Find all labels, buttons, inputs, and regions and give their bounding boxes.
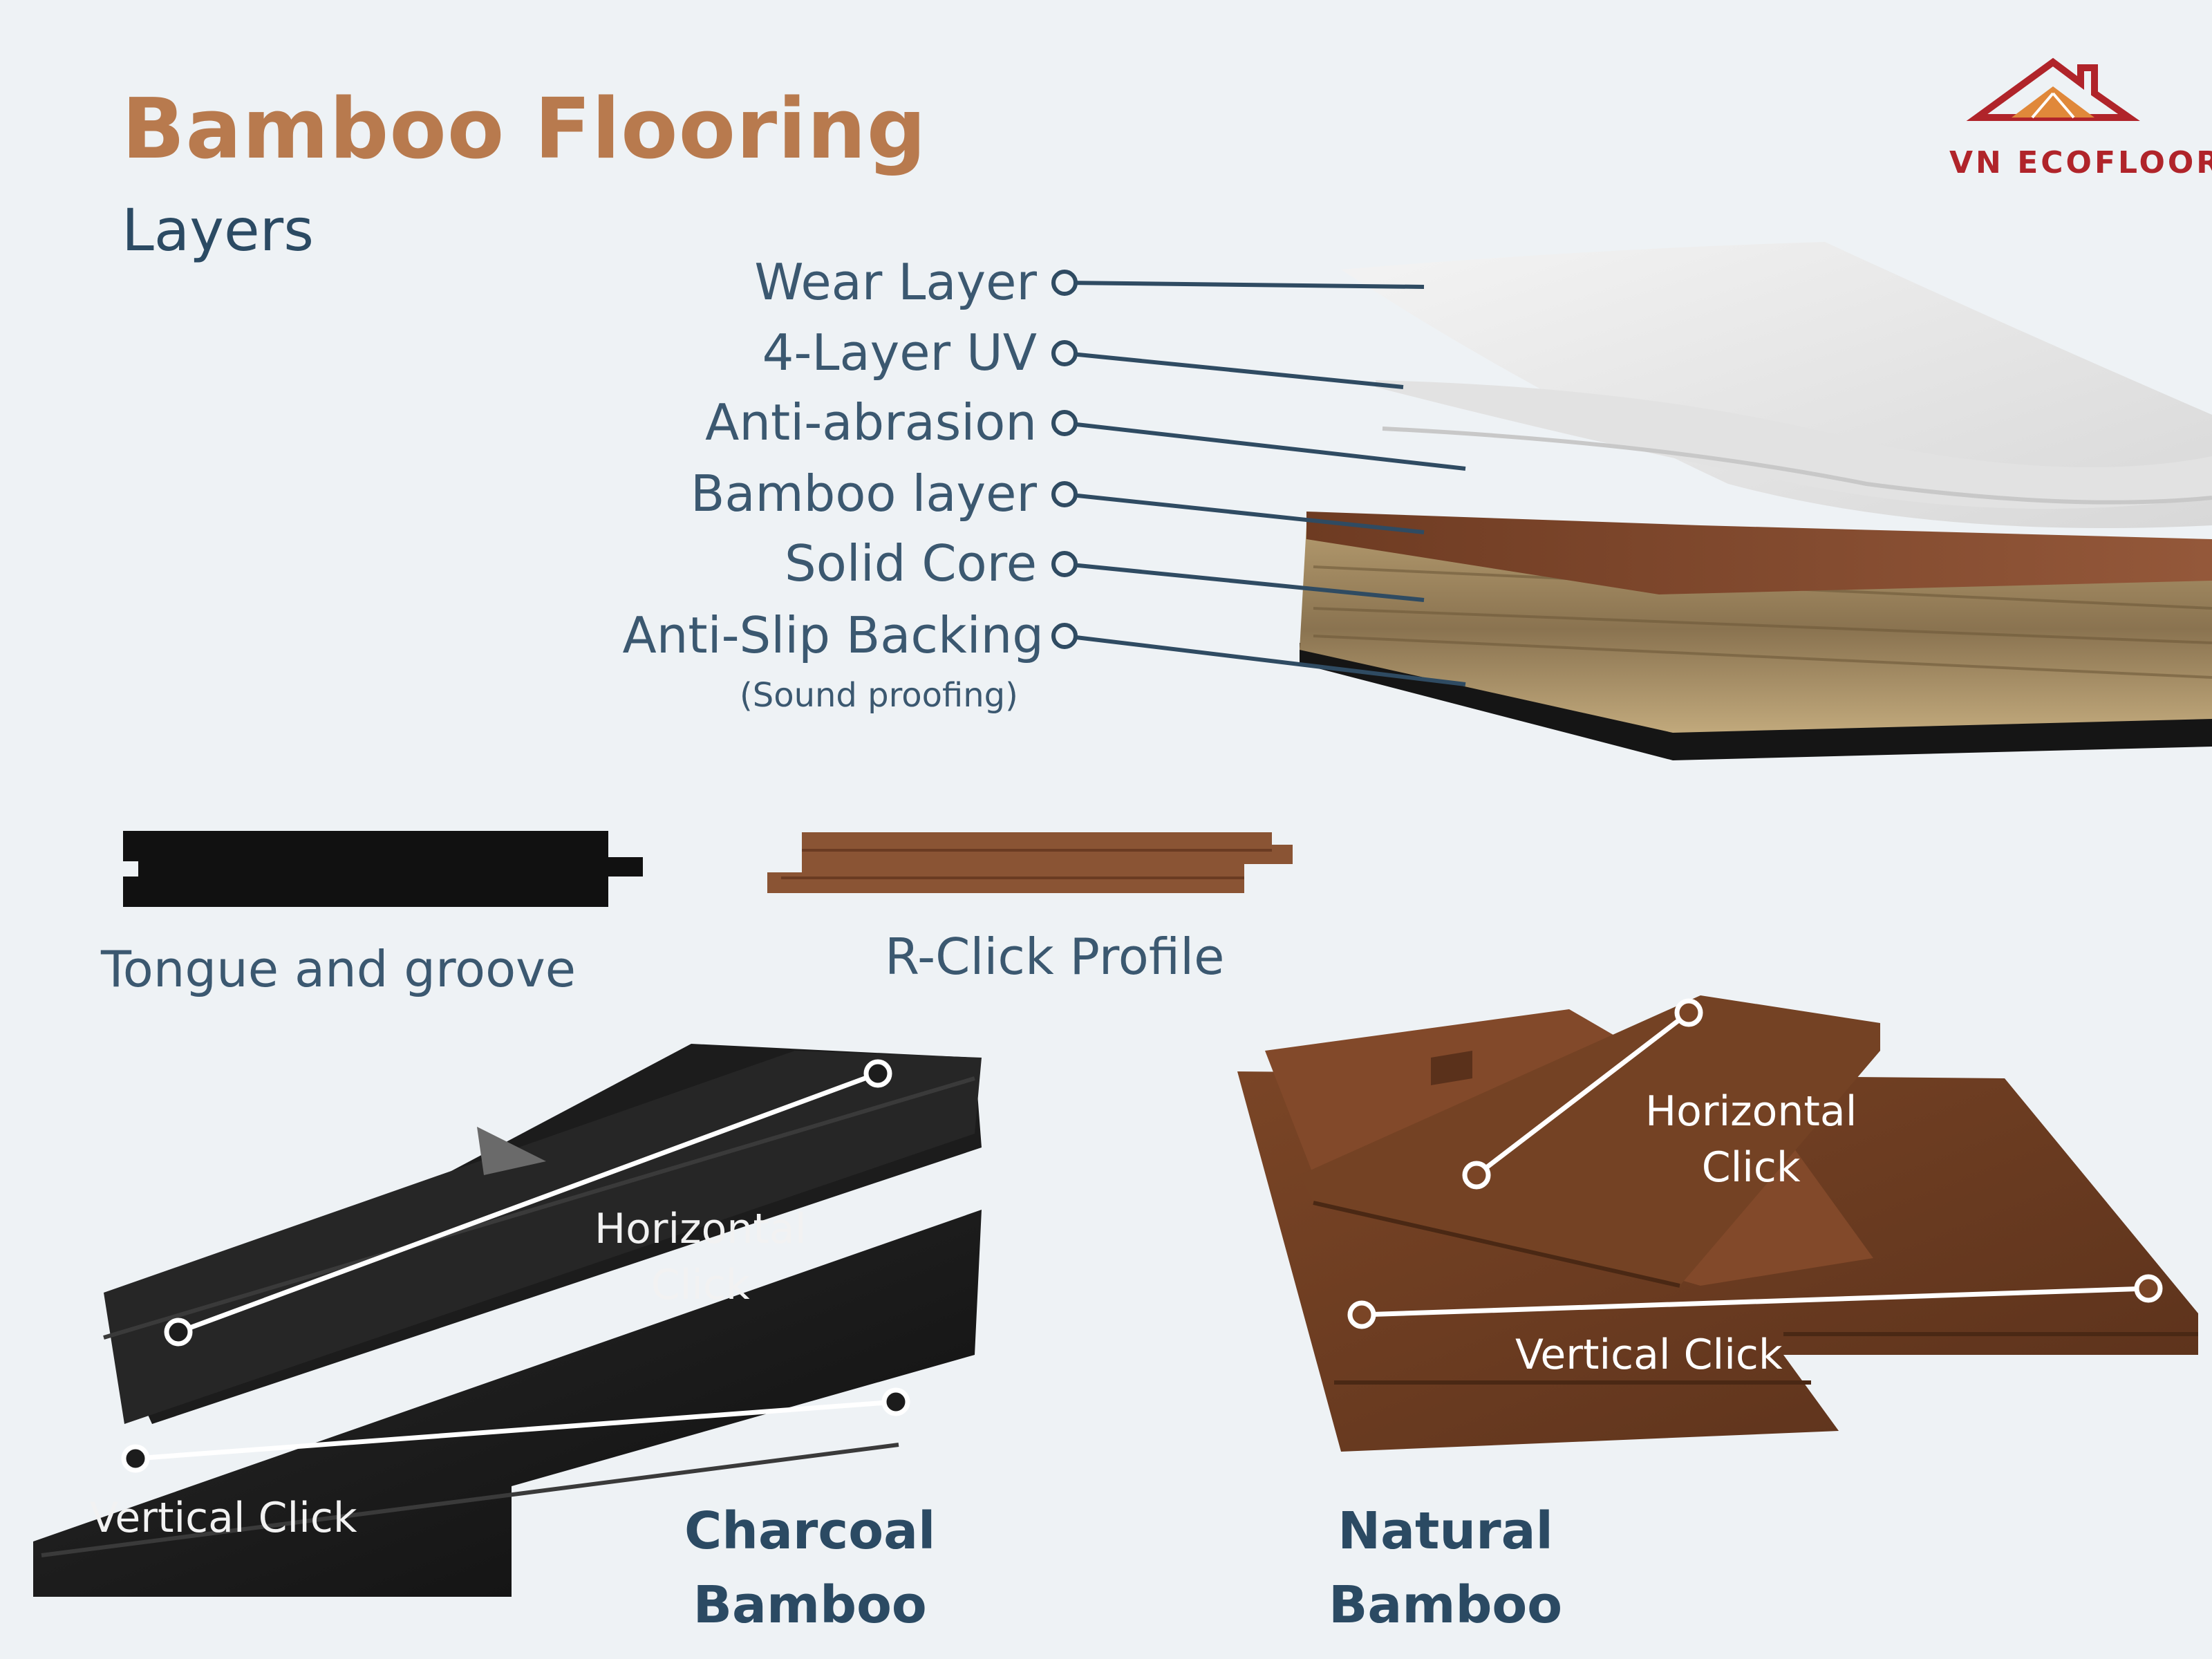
natural-horizontal-click-label: Horizontal Click <box>1645 1084 1857 1196</box>
charcoal-horizontal-line2: Click <box>650 1261 750 1309</box>
wear-sheet <box>1341 242 2212 528</box>
leader-dot <box>1051 410 1078 436</box>
layer-cross-section <box>1300 242 2212 760</box>
layer-label-bamboo: Bamboo layer <box>691 465 1037 523</box>
page-title: Bamboo Flooring <box>122 82 927 178</box>
leader-dot <box>1051 270 1078 296</box>
product-name-natural-line2: Bamboo <box>1329 1575 1563 1635</box>
tongue-groove-profile <box>123 831 643 907</box>
natural-vertical-click-label: Vertical Click <box>1515 1331 1783 1379</box>
leader-dot <box>1051 481 1078 507</box>
natural-planks <box>1237 995 2198 1452</box>
natural-callouts <box>1347 998 2163 1329</box>
leader-dot <box>1051 551 1078 577</box>
layer-leaders <box>1051 270 1466 686</box>
leader-dot <box>1051 340 1078 366</box>
layer-label-anti-abrasion: Anti-abrasion <box>705 393 1037 451</box>
product-name-charcoal-line1: Charcoal <box>684 1501 936 1561</box>
leader-dot <box>1051 623 1078 649</box>
bamboo-top-layer <box>1306 512 2212 594</box>
layer-label-anti-slip: Anti-Slip Backing <box>622 606 1044 664</box>
natural-horizontal-line1: Horizontal <box>1645 1087 1857 1136</box>
page-subtitle: Layers <box>122 196 314 264</box>
profile-label-r-click: R-Click Profile <box>885 928 1225 986</box>
profile-label-tongue-groove: Tongue and groove <box>101 940 577 998</box>
natural-horizontal-line2: Click <box>1701 1143 1801 1192</box>
product-name-natural-line1: Natural <box>1338 1501 1553 1561</box>
charcoal-vertical-click-label: Vertical Click <box>90 1494 357 1542</box>
layer-note-sound-proofing: (Sound proofing) <box>740 676 1018 715</box>
product-name-natural: Natural Bamboo <box>1329 1494 1562 1643</box>
charcoal-horizontal-click-label: Horizontal Click <box>594 1201 806 1313</box>
layer-label-wear: Wear Layer <box>754 253 1037 311</box>
layer-label-uv: 4-Layer UV <box>762 324 1037 382</box>
charcoal-callouts <box>121 1059 910 1473</box>
brand-logo-icon <box>1966 57 2140 121</box>
product-name-charcoal: Charcoal Bamboo <box>684 1494 935 1643</box>
brand-name: VN ECOFLOOR <box>1949 145 2212 180</box>
charcoal-planks <box>33 1044 982 1597</box>
charcoal-horizontal-line1: Horizontal <box>594 1205 807 1253</box>
layer-label-solid-core: Solid Core <box>785 534 1037 592</box>
r-click-profile <box>767 832 1293 893</box>
uv-sheet <box>1376 380 2212 509</box>
product-name-charcoal-line2: Bamboo <box>693 1575 927 1635</box>
